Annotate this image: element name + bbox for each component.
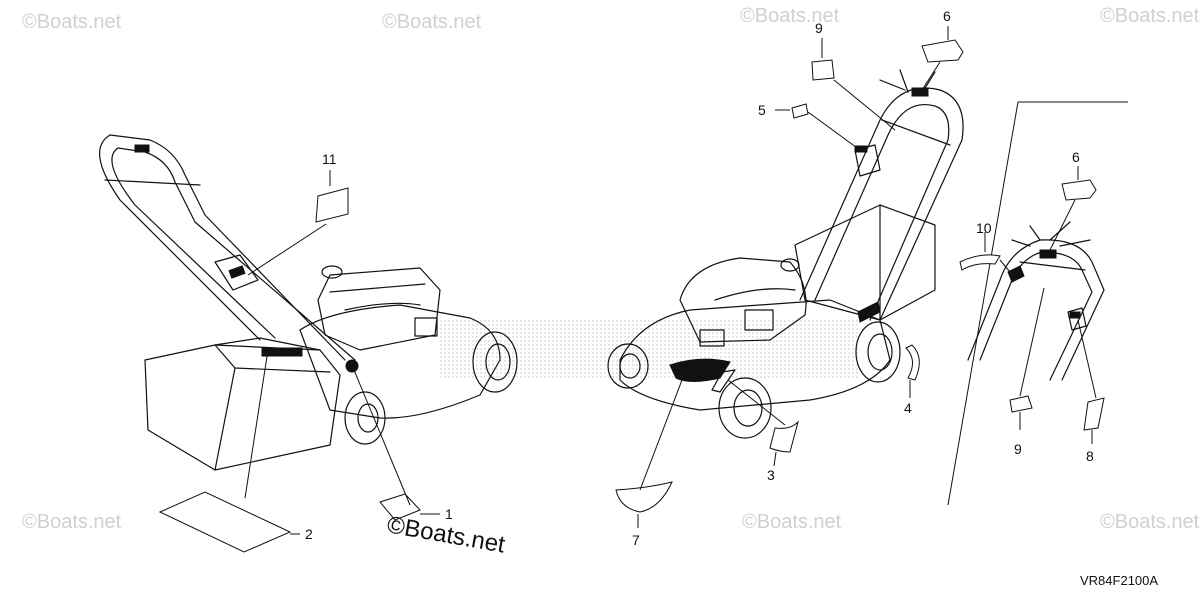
watermark-bottom-center-right: ©Boats.net bbox=[742, 511, 842, 533]
watermark-top-center-right: ©Boats.net bbox=[740, 5, 840, 27]
callout-2: 2 bbox=[305, 526, 313, 542]
callout-6-top: 6 bbox=[943, 8, 951, 24]
watermark-bottom-right: ©Boats.net bbox=[1100, 511, 1200, 533]
label-part-4 bbox=[905, 344, 920, 381]
label-part-2 bbox=[158, 491, 292, 553]
callout-3: 3 bbox=[767, 467, 775, 483]
detail-inset: 6 10 9 8 bbox=[947, 101, 1128, 506]
callout-6-inset: 6 bbox=[1072, 149, 1080, 165]
watermark-bottom-left: ©Boats.net bbox=[22, 511, 122, 533]
callout-4: 4 bbox=[904, 400, 912, 416]
left-labels: 11 2 1 bbox=[158, 151, 453, 553]
left-mower bbox=[99, 134, 518, 471]
callout-5: 5 bbox=[758, 102, 766, 118]
label-part-8 bbox=[1083, 397, 1105, 431]
watermark-top-right: ©Boats.net bbox=[1100, 5, 1200, 27]
callout-10: 10 bbox=[976, 220, 992, 236]
right-mower bbox=[607, 69, 964, 439]
label-part-9-top bbox=[811, 59, 835, 81]
label-part-3 bbox=[769, 420, 799, 453]
callout-1: 1 bbox=[445, 506, 453, 522]
callout-9-inset: 9 bbox=[1014, 441, 1022, 457]
label-part-1 bbox=[379, 493, 421, 521]
label-part-6-inset bbox=[1061, 179, 1097, 201]
figure-code: VR84F2100A bbox=[1080, 573, 1158, 588]
label-part-6-top bbox=[921, 39, 964, 63]
label-part-7 bbox=[615, 481, 673, 513]
callout-11: 11 bbox=[322, 151, 337, 167]
callout-7: 7 bbox=[632, 532, 640, 548]
callout-8: 8 bbox=[1086, 448, 1094, 464]
watermarks: ©Boats.net ©Boats.net ©Boats.net ©Boats.… bbox=[22, 5, 1200, 533]
right-labels: 9 6 5 4 3 7 bbox=[615, 8, 964, 548]
brand-dot-band bbox=[440, 318, 860, 380]
callout-9-top: 9 bbox=[815, 20, 823, 36]
watermark-top-center-left: ©Boats.net bbox=[382, 11, 482, 33]
watermark-top-left: ©Boats.net bbox=[22, 11, 122, 33]
label-part-10 bbox=[959, 254, 1001, 271]
label-part-9-inset bbox=[1009, 395, 1033, 413]
label-part-11 bbox=[315, 187, 349, 223]
label-part-5 bbox=[791, 103, 809, 119]
